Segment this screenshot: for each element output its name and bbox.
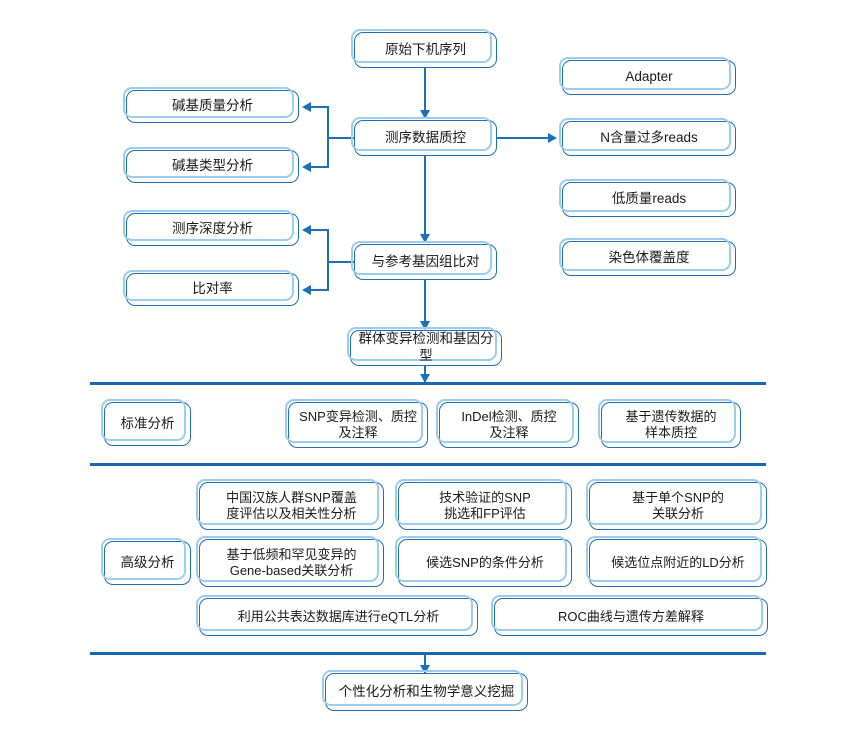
- node-base-type-analysis[interactable]: 碱基类型分析: [123, 147, 299, 183]
- node-gene-based-rare-variant-association[interactable]: 基于低频和罕见变异的 Gene-based关联分析: [196, 536, 384, 587]
- node-standard-analysis-label-box[interactable]: 标准分析: [101, 399, 191, 446]
- node-public-expression-eqtl-analysis[interactable]: 利用公共表达数据库进行eQTL分析: [196, 595, 478, 636]
- node-high-n-reads[interactable]: N含量过多reads: [559, 118, 736, 156]
- node-genetic-data-sample-qc-label: 基于遗传数据的 样本质控: [625, 408, 717, 440]
- node-advanced-analysis-label-box[interactable]: 高级分析: [101, 538, 191, 585]
- node-base-quality-analysis[interactable]: 碱基质量分析: [123, 87, 299, 123]
- node-chromosome-coverage[interactable]: 染色体覆盖度: [559, 238, 736, 276]
- node-base-type-analysis-label: 碱基类型分析: [172, 158, 253, 174]
- connector-alignment-to-rate: [311, 289, 329, 292]
- arrowhead-qc-to-base-quality: [302, 102, 311, 112]
- node-alignment-rate[interactable]: 比对率: [123, 270, 299, 306]
- connector-alignment-branch-stub: [327, 261, 355, 264]
- connector-qc-branch-stub: [327, 137, 355, 140]
- node-sequencing-depth-analysis-label: 测序深度分析: [172, 221, 253, 237]
- connector-qc-to-base-type: [311, 166, 329, 169]
- section-divider-advanced-top: [90, 463, 766, 466]
- node-low-quality-reads[interactable]: 低质量reads: [559, 179, 736, 217]
- connector-qc-to-alignment: [424, 156, 427, 237]
- node-sequencing-qc[interactable]: 测序数据质控: [351, 117, 497, 156]
- node-personalized-analysis[interactable]: 个性化分析和生物学意义挖掘: [322, 670, 528, 711]
- node-alignment-rate-label: 比对率: [192, 281, 233, 297]
- node-candidate-locus-ld-analysis[interactable]: 候选位点附近的LD分析: [586, 536, 767, 587]
- arrowhead-variant-to-standard: [420, 374, 430, 383]
- connector-alignment-to-depth: [311, 229, 329, 232]
- arrowhead-raw-to-qc: [420, 110, 430, 119]
- connector-qc-to-filtered-reads: [497, 137, 548, 140]
- node-single-snp-association[interactable]: 基于单个SNP的 关联分析: [586, 479, 767, 530]
- node-candidate-snp-conditional-analysis-label: 候选SNP的条件分析: [426, 554, 544, 570]
- node-raw-sequence[interactable]: 原始下机序列: [351, 29, 497, 68]
- node-technical-validation-snp-label: 技术验证的SNP 挑选和FP评估: [439, 489, 531, 521]
- node-snp-detection-qc-annotation[interactable]: SNP变异检测、质控 及注释: [285, 399, 428, 448]
- node-gene-based-rare-variant-association-label: 基于低频和罕见变异的 Gene-based关联分析: [226, 546, 357, 578]
- node-variant-calling-genotyping-label: 群体变异检测和基因分型: [358, 331, 494, 363]
- node-base-quality-analysis-label: 碱基质量分析: [172, 98, 253, 114]
- node-roc-genetic-variance-explanation[interactable]: ROC曲线与遗传方差解释: [491, 595, 768, 636]
- arrowhead-qc-to-filtered-reads: [548, 133, 557, 143]
- advanced-analysis-label: 高级分析: [120, 554, 175, 570]
- arrowhead-qc-to-base-type: [302, 162, 311, 172]
- connector-raw-to-qc: [424, 68, 427, 112]
- node-candidate-snp-conditional-analysis[interactable]: 候选SNP的条件分析: [395, 536, 572, 587]
- node-high-n-reads-label: N含量过多reads: [600, 130, 698, 146]
- node-chromosome-coverage-label: 染色体覆盖度: [608, 250, 690, 266]
- node-personalized-analysis-label: 个性化分析和生物学意义挖掘: [338, 683, 515, 699]
- node-han-chinese-snp-coverage[interactable]: 中国汉族人群SNP覆盖 度评估以及相关性分析: [196, 479, 384, 530]
- node-sequencing-depth-analysis[interactable]: 测序深度分析: [123, 210, 299, 246]
- node-single-snp-association-label: 基于单个SNP的 关联分析: [632, 489, 724, 521]
- section-divider-standard-top: [90, 382, 766, 385]
- standard-analysis-label: 标准分析: [120, 415, 175, 431]
- node-raw-sequence-label: 原始下机序列: [385, 41, 466, 57]
- node-adapter[interactable]: Adapter: [559, 57, 736, 95]
- node-adapter-label: Adapter: [625, 69, 673, 85]
- arrowhead-alignment-to-depth: [302, 225, 311, 235]
- section-divider-advanced-bottom: [90, 652, 766, 655]
- arrowhead-advanced-to-final: [420, 665, 430, 674]
- node-roc-genetic-variance-explanation-label: ROC曲线与遗传方差解释: [558, 608, 704, 624]
- arrowhead-alignment-to-rate: [302, 285, 311, 295]
- node-reference-alignment[interactable]: 与参考基因组比对: [351, 241, 497, 280]
- connector-qc-to-base-quality: [311, 106, 329, 109]
- connector-advanced-to-final: [424, 652, 427, 673]
- arrowhead-qc-to-alignment: [420, 234, 430, 243]
- arrowhead-alignment-to-variant: [420, 321, 430, 330]
- node-low-quality-reads-label: 低质量reads: [611, 191, 687, 207]
- node-candidate-locus-ld-analysis-label: 候选位点附近的LD分析: [611, 554, 745, 570]
- node-han-chinese-snp-coverage-label: 中国汉族人群SNP覆盖 度评估以及相关性分析: [226, 489, 357, 521]
- connector-alignment-branch-spine: [327, 229, 330, 291]
- node-sequencing-qc-label: 测序数据质控: [385, 129, 466, 145]
- node-snp-detection-qc-annotation-label: SNP变异检测、质控 及注释: [299, 408, 417, 440]
- node-indel-detection-qc-annotation[interactable]: InDel检测、质控 及注释: [436, 399, 579, 448]
- node-genetic-data-sample-qc[interactable]: 基于遗传数据的 样本质控: [598, 399, 741, 448]
- node-technical-validation-snp[interactable]: 技术验证的SNP 挑选和FP评估: [395, 479, 572, 530]
- node-reference-alignment-label: 与参考基因组比对: [371, 253, 480, 269]
- node-public-expression-eqtl-analysis-label: 利用公共表达数据库进行eQTL分析: [237, 608, 440, 624]
- connector-alignment-to-variant: [424, 280, 427, 324]
- node-variant-calling-genotyping[interactable]: 群体变异检测和基因分型: [347, 327, 502, 366]
- node-indel-detection-qc-annotation-label: InDel检测、质控 及注释: [461, 408, 557, 440]
